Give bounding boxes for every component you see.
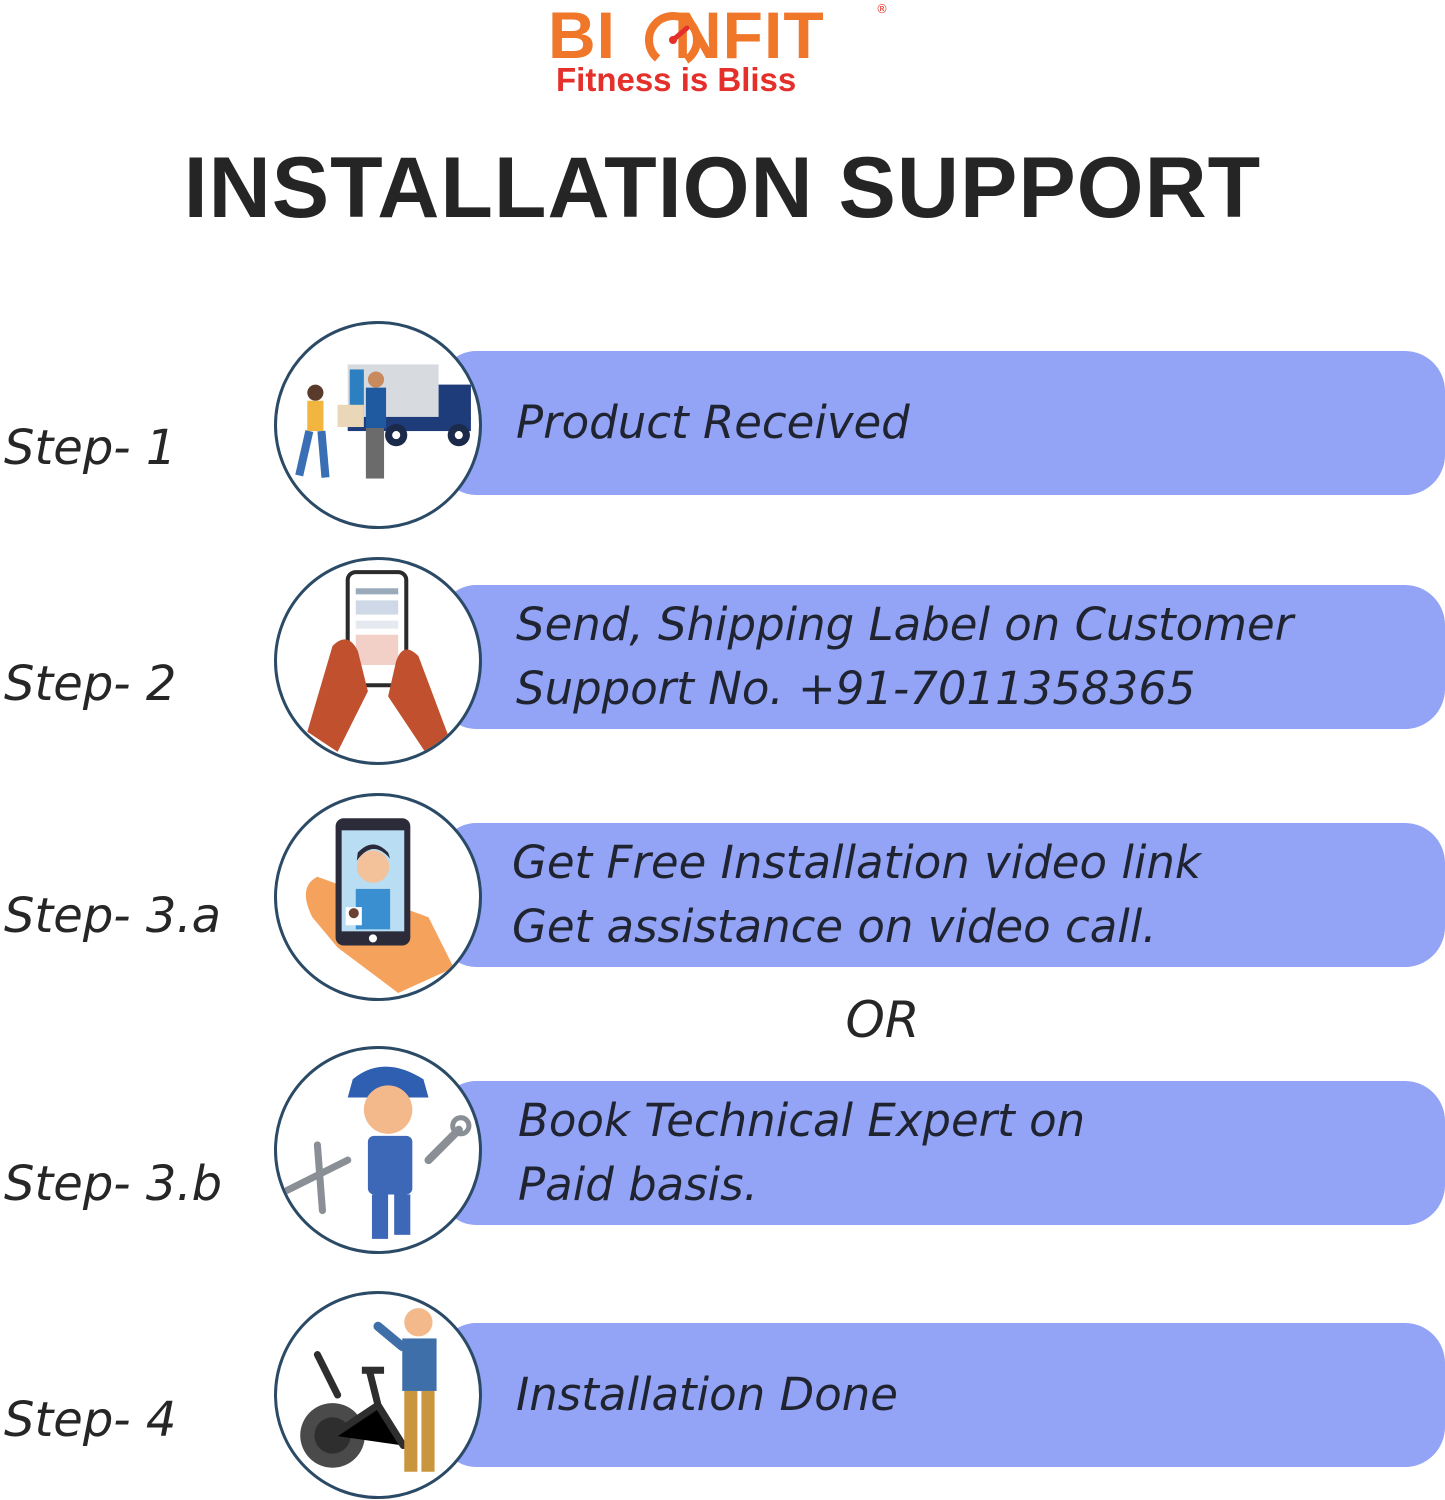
step-2-text: Send, Shipping Label on Customer Support… — [516, 593, 1436, 721]
step-2-line-2: Support No. +91-7011358365 — [516, 662, 1196, 715]
step-2-illustration — [274, 557, 482, 765]
step-2-label: Step- 2 — [4, 656, 177, 712]
step-1-text: Product Received — [516, 391, 1436, 455]
step-1-illustration — [274, 321, 482, 529]
step-3a-line-1: Get Free Installation video link — [512, 836, 1201, 889]
video-call-icon — [305, 818, 454, 993]
step-4-banner: Installation Done — [440, 1323, 1445, 1467]
step-3b-line-2: Paid basis. — [518, 1158, 758, 1211]
exercise-bike-icon — [300, 1308, 437, 1472]
step-3b-illustration — [274, 1046, 482, 1254]
step-4-text: Installation Done — [516, 1363, 1436, 1427]
step-2-banner: Send, Shipping Label on Customer Support… — [440, 585, 1445, 729]
registered-mark: ® — [876, 2, 888, 16]
step-3b-text: Book Technical Expert on Paid basis. — [518, 1089, 1438, 1217]
step-3a-illustration — [274, 793, 482, 1001]
step-3a-banner: Get Free Installation video link Get ass… — [440, 823, 1445, 967]
step-4-line-1: Installation Done — [516, 1368, 898, 1421]
step-3b-label: Step- 3.b — [4, 1156, 223, 1212]
step-4-label: Step- 4 — [4, 1392, 177, 1448]
technician-icon — [283, 1066, 472, 1239]
delivery-truck-icon — [295, 364, 471, 479]
step-1-banner: Product Received — [440, 351, 1445, 495]
smartphone-icon — [307, 570, 449, 757]
step-1-label: Step- 1 — [4, 420, 177, 476]
speedometer-icon — [645, 12, 701, 68]
page-title: INSTALLATION SUPPORT — [183, 140, 1262, 236]
step-3a-line-2: Get assistance on video call. — [512, 900, 1157, 953]
step-3a-text: Get Free Installation video link Get ass… — [512, 831, 1432, 959]
step-1-line-1: Product Received — [516, 396, 910, 449]
step-2-line-1: Send, Shipping Label on Customer — [516, 598, 1294, 651]
brand-tagline: Fitness is Bliss — [556, 61, 797, 98]
or-separator: OR — [845, 991, 920, 1049]
step-3a-label: Step- 3.a — [4, 888, 222, 944]
step-3b-line-1: Book Technical Expert on — [518, 1094, 1086, 1147]
step-4-illustration — [274, 1291, 482, 1499]
step-3b-banner: Book Technical Expert on Paid basis. — [440, 1081, 1445, 1225]
